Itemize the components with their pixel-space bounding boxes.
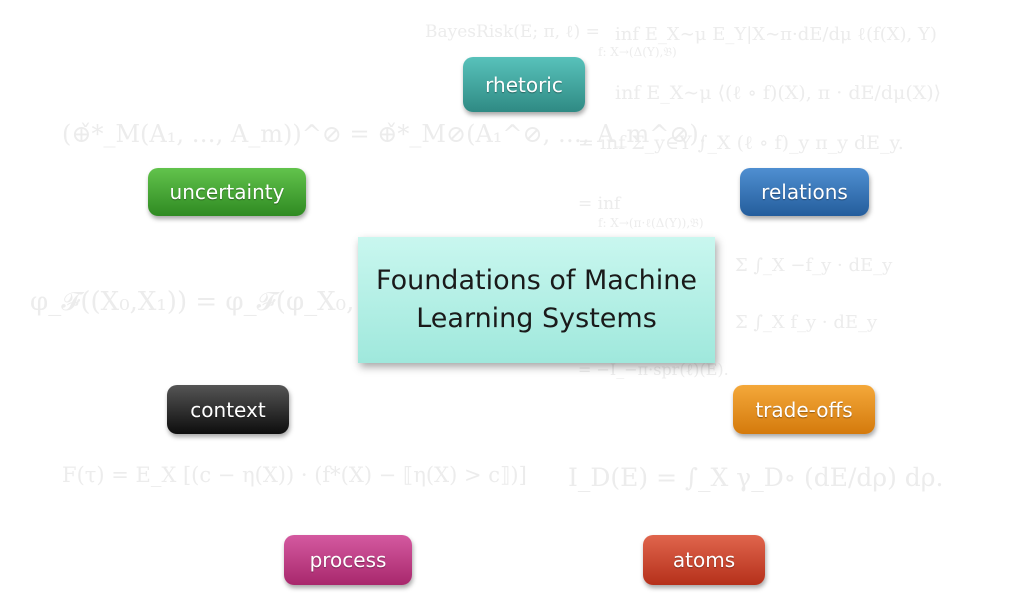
node-context-label: context [190,397,266,422]
node-atoms-label: atoms [672,548,736,572]
node-trade-offs[interactable]: trade-offs [733,385,875,434]
node-process[interactable]: process [284,535,412,585]
node-uncertainty-label: uncertainty [169,180,285,204]
node-rhetoric[interactable]: rhetoric [463,57,585,112]
formula-sum-neg: Σ ∫_X −f_y · dE_y [735,255,893,276]
node-process-label: process [309,548,387,572]
formula-information: = −I_−π·spr(ℓ)(E). [578,360,729,379]
node-relations-label: relations [761,180,848,204]
node-atoms[interactable]: atoms [643,535,765,585]
formula-I-D: I_D(E) = ∫_X γ_D∘ (dE/dρ) dρ. [568,463,944,492]
formula-inf-line3: = inf Σ_y∈Y ∫_X (ℓ ∘ f)_y π_y dE_y. [578,132,904,154]
node-context[interactable]: context [167,385,289,434]
formula-inf-line1: inf E_X∼μ E_Y|X∼π·dE/dμ ℓ(f(X), Y) [615,24,937,45]
formula-oplus: (⊕̌*_M(A₁, …, A_m))^⊘ = ⊕̌*_M⊘(A₁^⊘, …, … [62,120,707,148]
title-line-2: Learning Systems [416,303,657,334]
formula-inf-line4: = inf [578,194,621,214]
formula-inf-line2: inf E_X∼μ ⟨(ℓ ∘ f)(X), π · dE/dμ(X)⟩ [615,82,942,104]
node-relations[interactable]: relations [740,168,869,216]
formula-bayes-risk: BayesRisk(E; π, ℓ) = [425,22,600,42]
node-trade-offs-label: trade-offs [755,397,853,422]
formula-inf-subscript: f: X→(Δ(Y),𝔅) [598,45,677,59]
node-uncertainty[interactable]: uncertainty [148,168,306,216]
formula-F-tau: F(τ) = E_X [(c − η(X)) · (f*(X) − ⟦η(X) … [62,463,527,487]
formula-inf-subscript2: f: X→(π·ℓ(Δ(Y)),𝔅) [598,216,704,230]
formula-sum-pos: Σ ∫_X f_y · dE_y [735,312,878,333]
node-rhetoric-label: rhetoric [485,72,563,97]
title-line-1: Foundations of Machine [376,265,697,296]
title-box: Foundations of Machine Learning Systems [358,237,715,363]
